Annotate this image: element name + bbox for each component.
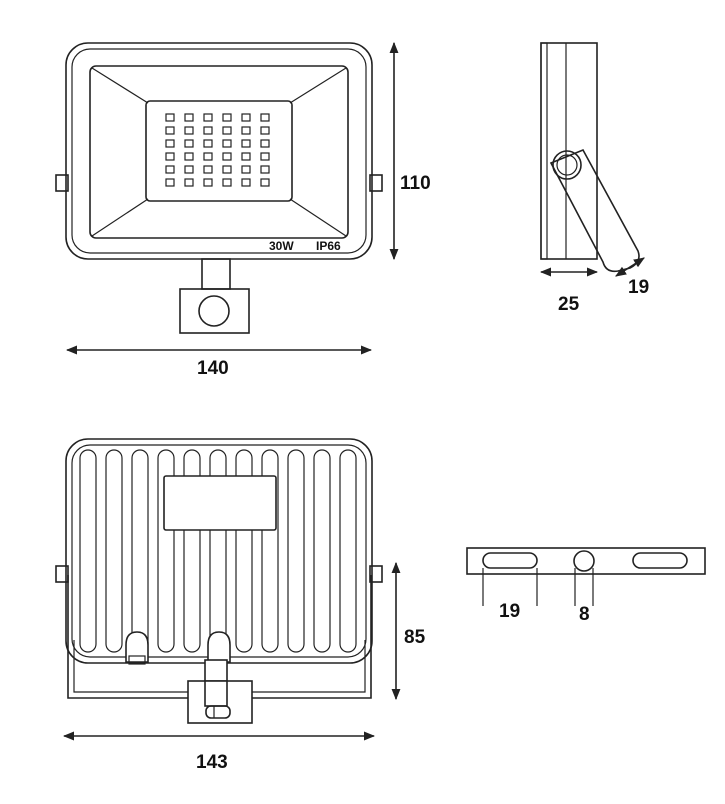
- bracket-slot-right: [632, 552, 688, 569]
- bracket-hole: [573, 550, 595, 572]
- led-chip: [165, 178, 175, 187]
- heatsink-fin: [313, 449, 331, 653]
- led-chip: [165, 165, 175, 174]
- heatsink-fin: [79, 449, 97, 653]
- heatsink-fin: [157, 449, 175, 653]
- heatsink-fin: [287, 449, 305, 653]
- led-chip: [222, 152, 232, 161]
- front-led-panel: [145, 100, 293, 202]
- sensor-stem: [201, 258, 231, 290]
- side-bracket-dim: 19: [628, 277, 649, 298]
- led-chip: [203, 139, 213, 148]
- led-chip: [260, 152, 270, 161]
- back-width-dim: 143: [196, 752, 228, 773]
- side-depth-dim: 25: [558, 294, 580, 315]
- front-height-dim: 110: [400, 173, 431, 194]
- led-chip: [222, 113, 232, 122]
- front-lug-left: [55, 174, 69, 192]
- led-chip: [222, 139, 232, 148]
- power-label: 30W: [269, 239, 294, 253]
- led-chip: [165, 126, 175, 135]
- heatsink-fin: [235, 449, 253, 653]
- led-grid: [165, 113, 270, 187]
- led-chip: [184, 178, 194, 187]
- front-lug-right: [369, 174, 383, 192]
- led-chip: [184, 139, 194, 148]
- back-sensor-clip: [205, 705, 231, 719]
- heatsink-fin: [339, 449, 357, 653]
- led-chip: [184, 126, 194, 135]
- back-view: 143 85: [55, 438, 426, 773]
- led-chip: [184, 165, 194, 174]
- bracket-slot-left: [482, 552, 538, 569]
- sensor-box: [179, 288, 250, 334]
- heatsink-fin: [105, 449, 123, 653]
- bracket-view: 19 8: [466, 547, 706, 625]
- back-boss-left: [125, 631, 149, 663]
- led-chip: [165, 139, 175, 148]
- led-chip: [222, 178, 232, 187]
- led-chip: [203, 113, 213, 122]
- led-chip: [165, 152, 175, 161]
- led-chip: [222, 165, 232, 174]
- heatsink-fin: [261, 449, 279, 653]
- bracket-slot-dim: 19: [499, 601, 520, 622]
- led-chip: [241, 113, 251, 122]
- side-view: 25 19: [539, 42, 649, 315]
- heatsink-fin: [131, 449, 149, 653]
- led-chip: [203, 126, 213, 135]
- back-label-plate: [163, 475, 277, 531]
- led-chip: [165, 113, 175, 122]
- back-lug-left: [55, 565, 69, 583]
- back-housing: [65, 438, 373, 664]
- led-chip: [241, 139, 251, 148]
- led-chip: [184, 152, 194, 161]
- back-lug-right: [369, 565, 383, 583]
- led-chip: [241, 126, 251, 135]
- led-chip: [184, 113, 194, 122]
- led-chip: [260, 113, 270, 122]
- front-width-dim: 140: [197, 358, 229, 379]
- ip-label: IP66: [316, 239, 341, 253]
- front-housing-inner: [71, 48, 367, 254]
- side-bracket-dim-line: [615, 257, 645, 277]
- led-chip: [260, 126, 270, 135]
- led-chip: [203, 152, 213, 161]
- front-reflector: [89, 65, 349, 239]
- heatsink-fins: [79, 449, 357, 653]
- led-chip: [260, 139, 270, 148]
- back-boss-center: [207, 631, 231, 663]
- front-view: 30W IP66 140 110: [55, 41, 431, 379]
- sensor-lens: [198, 295, 230, 327]
- led-chip: [260, 165, 270, 174]
- side-bracket-arm: [549, 148, 640, 273]
- front-housing: [65, 42, 373, 260]
- side-front-rim: [540, 42, 548, 260]
- side-pivot: [552, 150, 582, 180]
- back-height-dim: 85: [404, 627, 426, 648]
- heatsink-fin: [183, 449, 201, 653]
- led-chip: [241, 165, 251, 174]
- led-chip: [241, 152, 251, 161]
- led-chip: [203, 165, 213, 174]
- led-chip: [260, 178, 270, 187]
- led-chip: [203, 178, 213, 187]
- led-chip: [222, 126, 232, 135]
- led-chip: [241, 178, 251, 187]
- bracket-plate: [466, 547, 706, 575]
- bracket-hole-dim: 8: [579, 604, 590, 625]
